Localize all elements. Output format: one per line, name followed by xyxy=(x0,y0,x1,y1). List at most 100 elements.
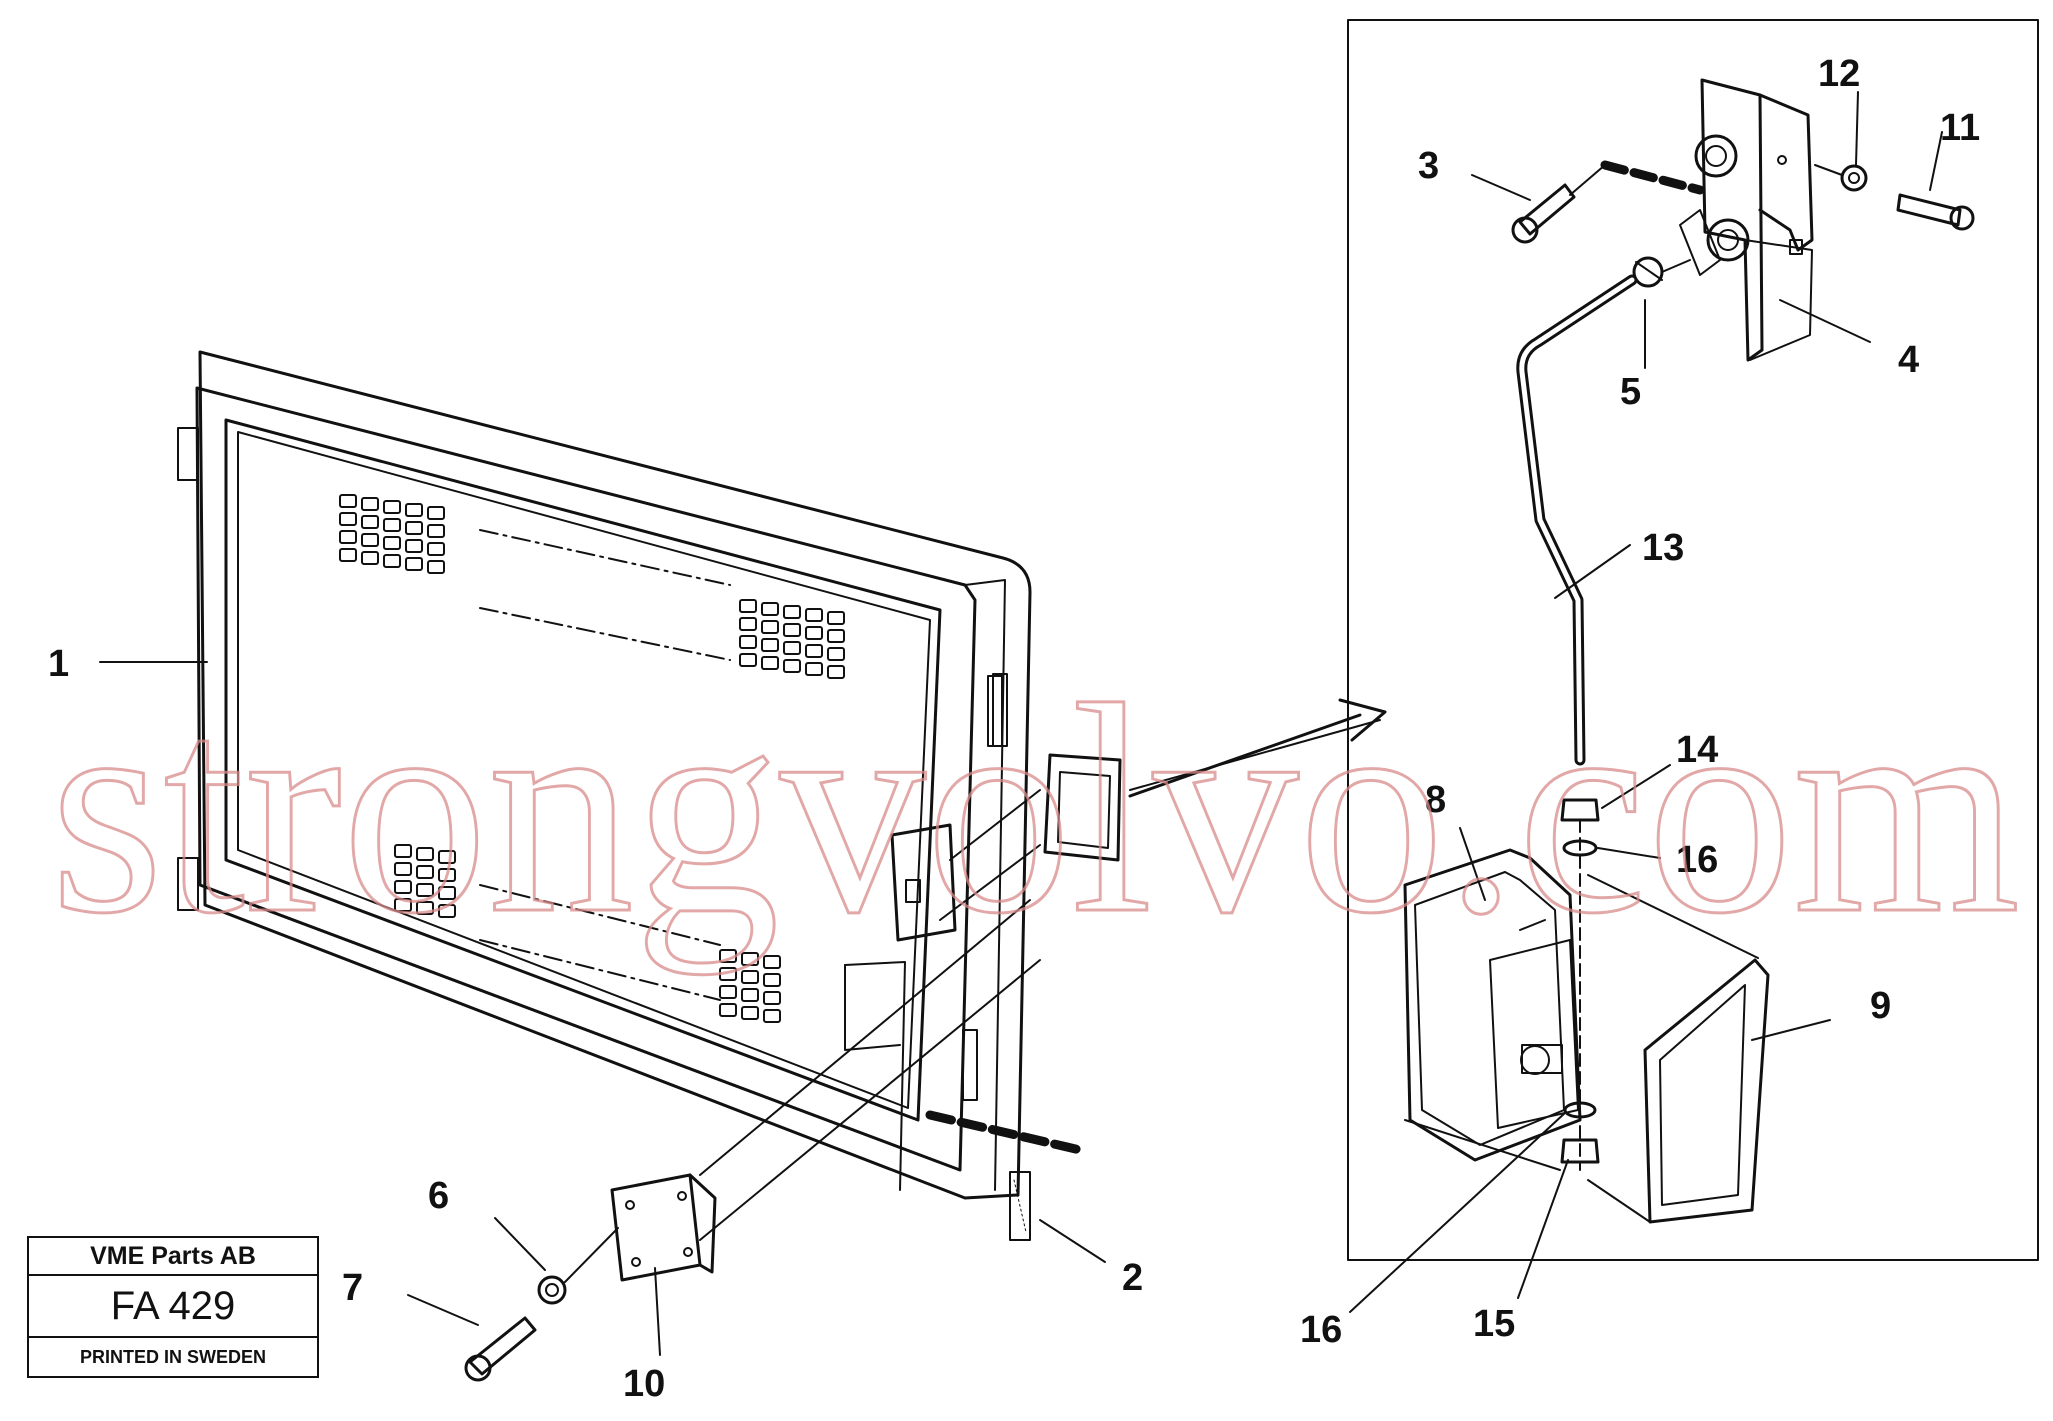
vent-square xyxy=(739,653,757,667)
vent-square xyxy=(383,536,401,550)
callout-7: 7 xyxy=(342,1267,363,1309)
callout-10: 10 xyxy=(623,1363,665,1405)
explode-lines xyxy=(699,719,1381,1241)
gasket-guide-top xyxy=(1587,874,1759,959)
vent-square xyxy=(339,530,357,544)
panel-vent-pattern xyxy=(339,494,845,1023)
housing-guide xyxy=(1404,1119,1561,1171)
vent-square xyxy=(427,560,445,574)
vent-square xyxy=(427,506,445,520)
vent-square xyxy=(763,955,781,969)
vent-square xyxy=(405,521,423,535)
vent-square xyxy=(805,626,823,640)
vent-square xyxy=(438,904,456,918)
vent-square xyxy=(394,844,412,858)
vent-square xyxy=(361,551,379,565)
vent-square xyxy=(427,524,445,538)
lock-housing-8 xyxy=(1403,848,1582,1162)
washer-16-lower xyxy=(1563,1101,1597,1119)
vent-square xyxy=(416,847,434,861)
vent-square xyxy=(783,623,801,637)
vent-square xyxy=(427,542,445,556)
callout-3: 3 xyxy=(1418,145,1439,187)
panel-door xyxy=(177,350,1032,1200)
vent-square xyxy=(361,497,379,511)
vent-square xyxy=(361,533,379,547)
bolt-7 xyxy=(464,1316,537,1382)
vent-square xyxy=(763,973,781,987)
vent-square xyxy=(416,865,434,879)
title-stamp: VME Parts AB FA 429 PRINTED IN SWEDEN xyxy=(27,1236,319,1378)
washer-6 xyxy=(537,1275,567,1305)
callout-5: 5 xyxy=(1620,371,1641,413)
vent-square xyxy=(761,620,779,634)
vent-square xyxy=(719,985,737,999)
vent-square xyxy=(783,659,801,673)
vent-square xyxy=(763,1009,781,1023)
door-edge-pad xyxy=(987,675,1003,747)
callout-2: 2 xyxy=(1122,1257,1143,1299)
vent-square xyxy=(761,602,779,616)
vent-square xyxy=(719,1003,737,1017)
vent-square xyxy=(405,557,423,571)
vent-square xyxy=(761,638,779,652)
vent-square xyxy=(394,862,412,876)
callout-15: 15 xyxy=(1473,1303,1515,1345)
vent-square xyxy=(405,503,423,517)
bracket-4 xyxy=(1694,78,1814,362)
vent-square xyxy=(805,644,823,658)
vent-square xyxy=(438,868,456,882)
vent-square xyxy=(827,629,845,643)
bolt-axis-7 xyxy=(564,1227,619,1283)
nut-15 xyxy=(1560,1138,1600,1164)
callout-6: 6 xyxy=(428,1175,449,1217)
vent-square xyxy=(405,539,423,553)
vent-square xyxy=(827,665,845,679)
callout-1: 1 xyxy=(48,643,69,685)
bolt-axis-3 xyxy=(1569,164,1606,196)
latch-box-small xyxy=(1043,753,1122,862)
vent-square xyxy=(741,970,759,984)
vent-square xyxy=(741,988,759,1002)
callout-4: 4 xyxy=(1898,339,1919,381)
washer-12 xyxy=(1840,164,1868,192)
gasket-9 xyxy=(1643,958,1770,1224)
dashed-locator-3 xyxy=(1600,160,1705,195)
detail-arrow xyxy=(1128,698,1387,798)
vent-square xyxy=(805,662,823,676)
vent-square xyxy=(394,898,412,912)
callout-16-upper: 16 xyxy=(1676,839,1718,881)
vent-square xyxy=(339,548,357,562)
bracket-10 xyxy=(610,1173,717,1282)
vent-square xyxy=(416,883,434,897)
stamp-code: FA 429 xyxy=(29,1276,317,1338)
callout-13: 13 xyxy=(1642,527,1684,569)
vent-square xyxy=(783,605,801,619)
callout-9: 9 xyxy=(1870,985,1891,1027)
clip-5 xyxy=(1632,256,1691,288)
bolt-3 xyxy=(1511,183,1576,244)
hinge-piece xyxy=(1679,209,1721,276)
callout-labels: 1 2 3 4 5 6 7 8 9 10 11 12 13 14 16 15 1… xyxy=(48,53,1980,1405)
vent-square xyxy=(739,599,757,613)
vent-square xyxy=(438,886,456,900)
vent-square xyxy=(761,656,779,670)
vent-square xyxy=(719,967,737,981)
vent-square xyxy=(739,617,757,631)
stamp-company: VME Parts AB xyxy=(29,1238,317,1276)
detail-frame xyxy=(1347,19,2039,1261)
stamp-printed: PRINTED IN SWEDEN xyxy=(79,1346,266,1367)
callout-leaders xyxy=(99,91,1943,1356)
nut-14 xyxy=(1560,798,1600,822)
gasket-guide-bottom xyxy=(1587,1179,1651,1223)
vent-square xyxy=(805,608,823,622)
callout-8: 8 xyxy=(1425,779,1446,821)
alignment-lines xyxy=(479,529,731,1001)
vent-square xyxy=(763,991,781,1005)
vent-square xyxy=(339,512,357,526)
callout-11: 11 xyxy=(1940,107,1980,149)
callout-16-lower: 16 xyxy=(1300,1309,1342,1351)
vent-square xyxy=(361,515,379,529)
